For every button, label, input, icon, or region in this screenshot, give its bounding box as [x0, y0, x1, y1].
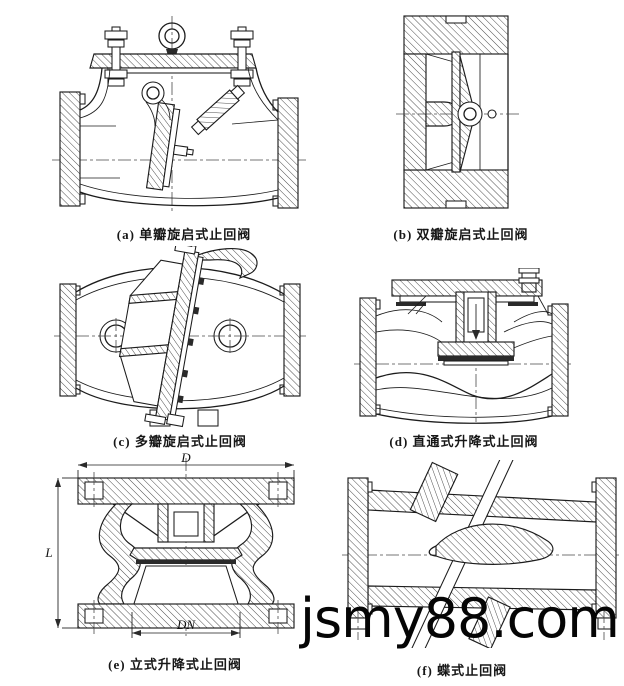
dim-label-dn: DN: [176, 617, 196, 632]
figure-c-drawing: [54, 246, 306, 428]
figure-b-drawing: [396, 15, 520, 209]
dim-label-d: D: [180, 452, 191, 465]
figure-d-caption: (d) 直通式升降式止回阀: [389, 434, 539, 449]
figure-b-caption: (b) 双瓣旋启式止回阀: [393, 227, 529, 242]
figure-c-caption: (c) 多瓣旋启式止回阀: [113, 434, 247, 449]
figure-e-drawing: D L DN: [44, 452, 295, 638]
figure-b: [394, 6, 522, 218]
figure-e: D L DN: [38, 452, 323, 648]
figure-f-drawing: [342, 460, 622, 648]
figure-a-drawing: [52, 16, 306, 214]
figure-a-caption: (a) 单瓣旋启式止回阀: [116, 227, 252, 242]
dim-label-l: L: [44, 545, 52, 560]
figure-c: [52, 246, 308, 428]
watermark: jsmy88.com: [300, 587, 620, 650]
figure-d: [352, 268, 576, 426]
figure-d-drawing: [354, 268, 574, 424]
figure-a: [50, 10, 308, 218]
figure-f-caption: (f) 蝶式止回阀: [416, 663, 508, 678]
figure-e-caption: (e) 立式升降式止回阀: [108, 657, 242, 672]
figure-f: [340, 460, 624, 648]
